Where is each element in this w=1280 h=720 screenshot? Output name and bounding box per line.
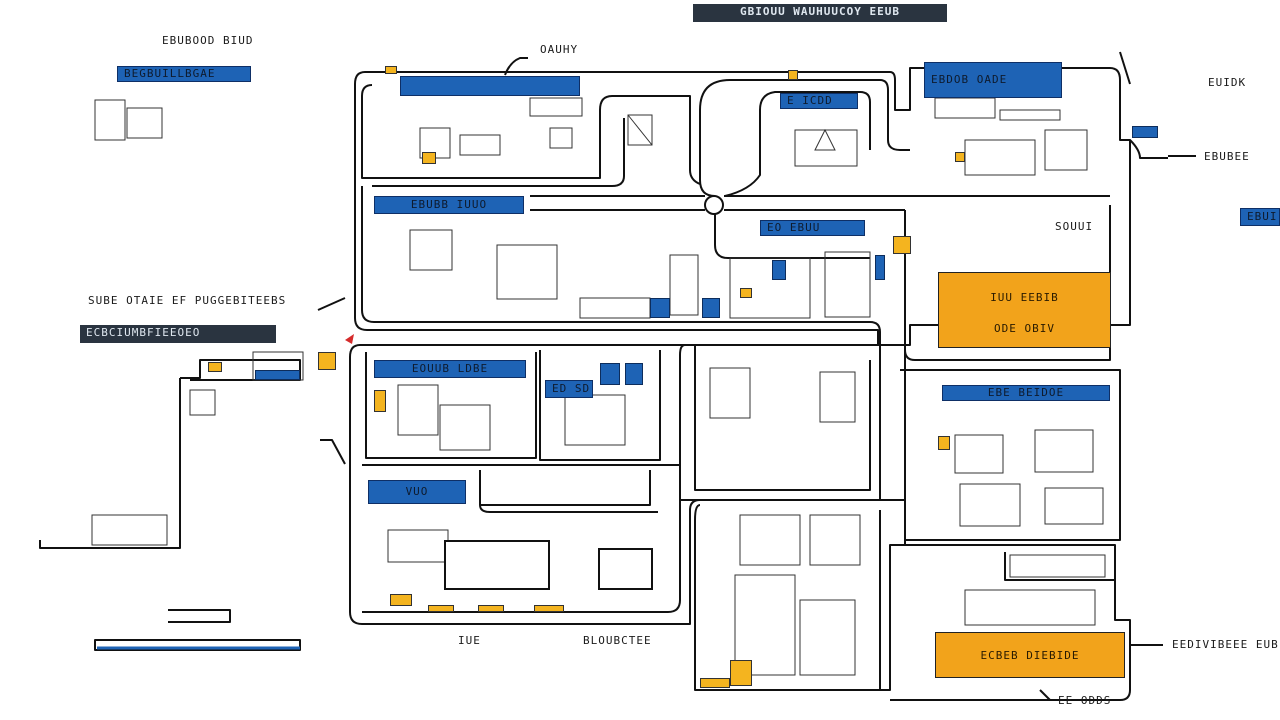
fixture-blue — [255, 370, 300, 380]
room-orange-east-sublabel: ODE OBIV — [994, 322, 1055, 335]
map-title: GBIOUU WAUHUUCOY EEUB — [693, 4, 947, 22]
legend-tag-left: BEGBUILLBGAE — [117, 66, 251, 82]
left-mid-tag-label: ECBCIUMBFIEEOEO — [86, 326, 201, 339]
room-r4-label: EO EBUU — [767, 221, 821, 234]
label-right-top: EUIDK — [1208, 76, 1247, 89]
room-header-r4[interactable]: EO EBUU — [760, 220, 865, 236]
left-tag-label: BEGBUILLBGAE — [124, 67, 216, 80]
fixture-yellow — [788, 70, 798, 80]
room-r3-label: EBDOB OADE — [931, 73, 1008, 86]
fixture-yellow — [740, 288, 752, 298]
fixture-yellow — [938, 436, 950, 450]
legend-tag-right-edge: EBUI — [1240, 208, 1280, 226]
room-header-r6[interactable]: EOUUB LDBE — [374, 360, 526, 378]
room-orange-south-label: ECBEB DIEBIDE — [980, 649, 1080, 662]
fixture-blue — [1132, 126, 1158, 138]
fixture-yellow — [385, 66, 397, 74]
fixture-yellow — [318, 352, 336, 370]
fixture-blue — [650, 298, 670, 318]
room-orange-east[interactable]: IUU EEBIB ODE OBIV — [938, 272, 1111, 348]
fixture-yellow — [893, 236, 911, 254]
label-right-mid-a: EBUBEE — [1204, 150, 1250, 163]
fixture-blue — [702, 298, 720, 318]
fixture-yellow — [422, 152, 436, 164]
label-bottom-a: IUE — [458, 634, 481, 647]
map-title-text: GBIOUU WAUHUUCOY EEUB — [739, 5, 901, 18]
room-header-r2[interactable]: E ICDD — [780, 93, 858, 109]
room-r7-label: ED SD — [552, 382, 591, 395]
fixture-yellow — [478, 605, 504, 612]
label-left-mid: SUBE OTAIE EF PUGGEBITEEBS — [88, 294, 287, 307]
fixture-yellow — [208, 362, 222, 372]
room-header-r8[interactable]: EBE BEIDOE — [942, 385, 1110, 401]
legend-tag-mid: ECBCIUMBFIEEOEO — [80, 325, 276, 343]
fixture-yellow — [955, 152, 965, 162]
right-edge-tag-label: EBUI — [1247, 210, 1278, 223]
label-bottom-b: BLOUBCTEE — [583, 634, 652, 647]
fixture-yellow — [390, 594, 412, 606]
room-header-r9[interactable]: VUO — [368, 480, 466, 504]
fixture-yellow — [428, 605, 454, 612]
fixture-blue — [772, 260, 786, 280]
room-r6-label: EOUUB LDBE — [411, 362, 489, 375]
room-r9-label: VUO — [405, 485, 429, 498]
fixture-yellow — [374, 390, 386, 412]
room-r8-label: EBE BEIDOE — [987, 386, 1065, 399]
room-r2-label: E ICDD — [787, 94, 833, 107]
room-header-r3[interactable]: EBDOB OADE — [924, 62, 1062, 98]
fixture-yellow — [534, 605, 564, 612]
room-header-r7[interactable]: ED SD — [545, 380, 593, 398]
fixture-blue — [875, 255, 885, 280]
fixture-yellow — [730, 660, 752, 686]
room-r1-label: EBUBB IUUO — [410, 198, 488, 211]
room-storage[interactable] — [444, 540, 550, 590]
room-header-r1[interactable]: EBUBB IUUO — [374, 196, 524, 214]
room-orange-south[interactable]: ECBEB DIEBIDE — [935, 632, 1125, 678]
fixture-blue — [625, 363, 643, 385]
label-bottom-right: EE ODDS — [1058, 694, 1112, 707]
label-right-mid-b: SOUUI — [1055, 220, 1094, 233]
label-right-bottom: EEDIVIBEEE EUB — [1172, 638, 1279, 651]
room-small-south[interactable] — [598, 548, 653, 590]
label-top-left: EBUBOOD BIUD — [162, 34, 254, 47]
label-north-corridor: OAUHY — [540, 43, 579, 56]
room-header-north — [400, 76, 580, 96]
room-orange-east-label: IUU EEBIB — [990, 291, 1059, 304]
fixture-yellow — [700, 678, 730, 688]
fixture-blue — [600, 363, 620, 385]
